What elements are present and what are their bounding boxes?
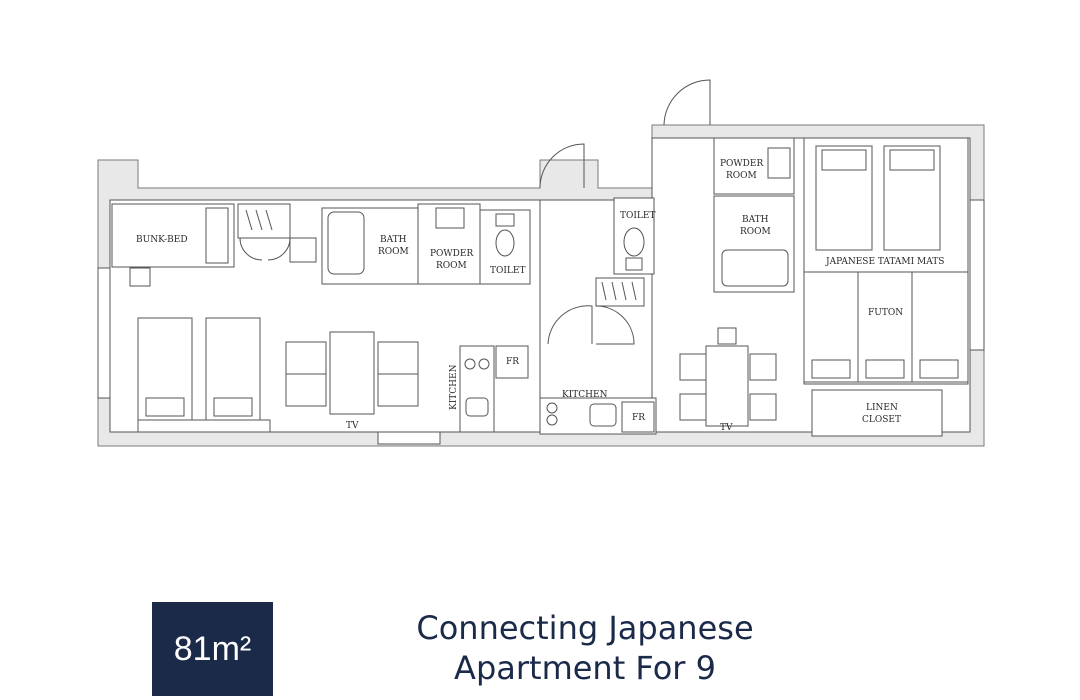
powder-room-2-label-line1: POWDER	[720, 159, 763, 169]
futon-label: FUTON	[868, 308, 903, 318]
tatami-pillow-2	[889, 149, 935, 171]
floor-plan: BUNK-BED BATH ROOM POWDER ROOM TOILET TO…	[97, 79, 985, 447]
linen-closet-label-line1: LINEN	[866, 403, 898, 413]
stove-1a	[464, 358, 476, 370]
dining-chair-r2	[749, 393, 777, 421]
bath-room-1-label-line2: ROOM	[378, 247, 409, 257]
kitchen-1-counter	[459, 345, 495, 433]
window-right	[969, 199, 985, 351]
hangers-middle	[601, 281, 637, 301]
futon-dividers	[857, 272, 913, 382]
fridge-1	[495, 345, 529, 379]
powder-room-2-label-line2: ROOM	[726, 171, 757, 181]
bath-room-2-label-line1: BATH	[742, 215, 769, 225]
fridge-2	[621, 401, 655, 433]
apartment-title-line1: Connecting Japanese	[416, 609, 754, 647]
bunk-bed-label: BUNK-BED	[136, 235, 188, 245]
window-bottom	[377, 431, 441, 445]
bathtub-1	[327, 211, 365, 275]
entry-door-1	[539, 143, 585, 189]
dining-table	[705, 345, 749, 427]
toilet-2-label: TOILET	[620, 211, 656, 221]
tatami-label: JAPANESE TATAMI MATS	[825, 257, 944, 267]
powder-room-1-label-line1: POWDER	[430, 249, 473, 259]
closet-left	[237, 203, 291, 239]
kitchen-1-sink	[465, 397, 489, 417]
linen-closet	[811, 389, 943, 437]
bunk-ladder	[129, 267, 151, 287]
area-badge: 81m²	[152, 602, 273, 696]
fridge-1-label: FR	[506, 357, 519, 367]
kitchen-2-label: KITCHEN	[562, 390, 608, 400]
closet-door-swing	[239, 237, 291, 261]
closet-middle	[595, 277, 645, 307]
toilet-tank-2	[625, 257, 643, 271]
toilet-bowl-1	[495, 229, 515, 257]
stove-2a	[546, 402, 558, 414]
futon-pillow-3	[919, 359, 959, 379]
entry-door-2	[663, 79, 711, 126]
tv-stand-1	[137, 419, 271, 433]
stove-2b	[546, 414, 558, 426]
bath-room-2-label-line2: ROOM	[740, 227, 771, 237]
coffee-table	[329, 331, 375, 415]
tatami-pillow-1	[821, 149, 867, 171]
sink-2	[767, 147, 791, 179]
toilet-bowl-2	[623, 227, 645, 257]
storage-box	[289, 237, 317, 263]
tv-2-label: TV	[720, 423, 733, 433]
kitchen-1-label: KITCHEN	[449, 364, 459, 410]
futon-pillow-1	[811, 359, 851, 379]
futon-pillow-2	[865, 359, 905, 379]
bed-2-pillow	[213, 397, 253, 417]
connecting-door-right	[595, 305, 635, 345]
toilet-1-label: TOILET	[490, 266, 526, 276]
dining-chair-l2	[679, 393, 707, 421]
hangers-left	[245, 209, 273, 231]
apartment-title-line2: Apartment For 9	[454, 649, 716, 687]
window-left	[97, 267, 111, 399]
dining-chair-top	[717, 327, 737, 345]
bathtub-2	[721, 249, 789, 287]
fridge-2-label: FR	[632, 413, 645, 423]
bunk-bed-pillow	[205, 207, 229, 264]
sink-1	[435, 207, 465, 229]
linen-closet-label-line2: CLOSET	[862, 415, 901, 425]
kitchen-2-sink	[589, 403, 617, 427]
connecting-door-left	[547, 305, 593, 345]
toilet-tank-1	[495, 213, 515, 227]
dining-chair-l1	[679, 353, 707, 381]
bed-1-pillow	[145, 397, 185, 417]
tv-1-label: TV	[346, 421, 359, 431]
powder-room-1-label-line2: ROOM	[436, 261, 467, 271]
apartment-title: Connecting Japanese Apartment For 9	[370, 608, 800, 688]
dining-chair-r1	[749, 353, 777, 381]
bath-room-1-label-line1: BATH	[380, 235, 407, 245]
stove-1b	[478, 358, 490, 370]
